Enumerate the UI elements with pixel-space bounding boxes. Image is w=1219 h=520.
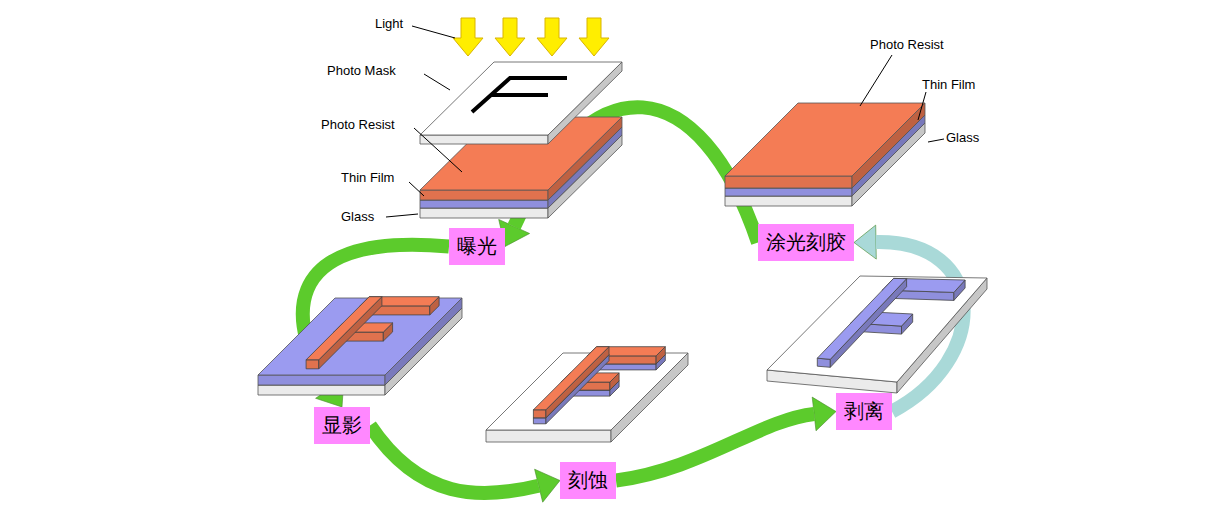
stage-name: 曝光 <box>457 233 497 260</box>
stage-label-box: 刻蚀 <box>560 462 616 499</box>
leader-line <box>860 55 892 106</box>
slab-top <box>306 297 382 360</box>
stage-name: 刻蚀 <box>568 467 608 494</box>
slab-front <box>533 410 546 418</box>
mask-stroke <box>472 78 567 112</box>
light-arrow <box>453 18 483 56</box>
slab-top <box>533 347 609 410</box>
slab-top <box>725 103 925 176</box>
arrow-head <box>812 397 836 431</box>
slab-side <box>546 347 609 418</box>
slab-front <box>486 430 611 442</box>
pattern-bar <box>306 297 382 369</box>
leader-line <box>424 74 450 90</box>
slab-side <box>319 297 382 369</box>
slab-front <box>420 200 548 208</box>
slab-side <box>830 279 906 368</box>
stage-label-box: 显影 <box>314 407 370 444</box>
slab-top <box>817 278 906 359</box>
light-arrow <box>537 18 567 56</box>
part-label: Thin Film <box>922 77 975 92</box>
photo-resist <box>725 103 925 188</box>
stage-label-box: 涂光刻胶 <box>758 224 854 261</box>
part-label: Photo Resist <box>870 37 944 52</box>
photo-mask <box>420 62 622 144</box>
leader-line <box>414 128 462 172</box>
pattern-bar <box>533 347 609 418</box>
slab-front <box>725 176 852 188</box>
leader-line <box>412 26 455 38</box>
slab-top <box>420 62 622 135</box>
part-label: Glass <box>341 209 374 224</box>
slab-front <box>725 196 852 206</box>
stage-name: 剥离 <box>844 398 884 425</box>
slab-front <box>420 208 548 218</box>
arrow-body <box>616 414 814 481</box>
process-arrow <box>616 397 836 480</box>
slab-front <box>306 360 319 369</box>
slab-top <box>767 276 987 382</box>
slab-front <box>420 135 548 144</box>
slab-front <box>725 188 852 196</box>
slab-front <box>817 358 830 367</box>
stage-name: 涂光刻胶 <box>766 229 846 256</box>
leader-line <box>928 139 944 142</box>
leader-line <box>409 182 424 196</box>
stage-label-box: 曝光 <box>449 228 505 265</box>
stage-name: 显影 <box>322 412 362 439</box>
part-label: Glass <box>946 130 979 145</box>
stage-label-box: 剥离 <box>836 393 892 430</box>
pattern-bar <box>817 278 906 367</box>
slab-front <box>420 190 548 200</box>
slab-front <box>258 385 385 395</box>
glass-plate <box>767 276 987 393</box>
part-label: Light <box>375 16 403 31</box>
part-label: Photo Resist <box>321 117 395 132</box>
leader-line <box>918 92 926 120</box>
part-label: Thin Film <box>341 170 394 185</box>
leader-line <box>386 214 418 217</box>
slab-front <box>258 375 385 385</box>
part-label: Photo Mask <box>327 63 396 78</box>
light-arrow <box>495 18 525 56</box>
slab-front <box>533 418 546 424</box>
light-arrow <box>579 18 609 56</box>
arrow-head <box>854 225 876 259</box>
mask-pattern <box>472 78 567 112</box>
mask-stroke <box>491 93 548 97</box>
